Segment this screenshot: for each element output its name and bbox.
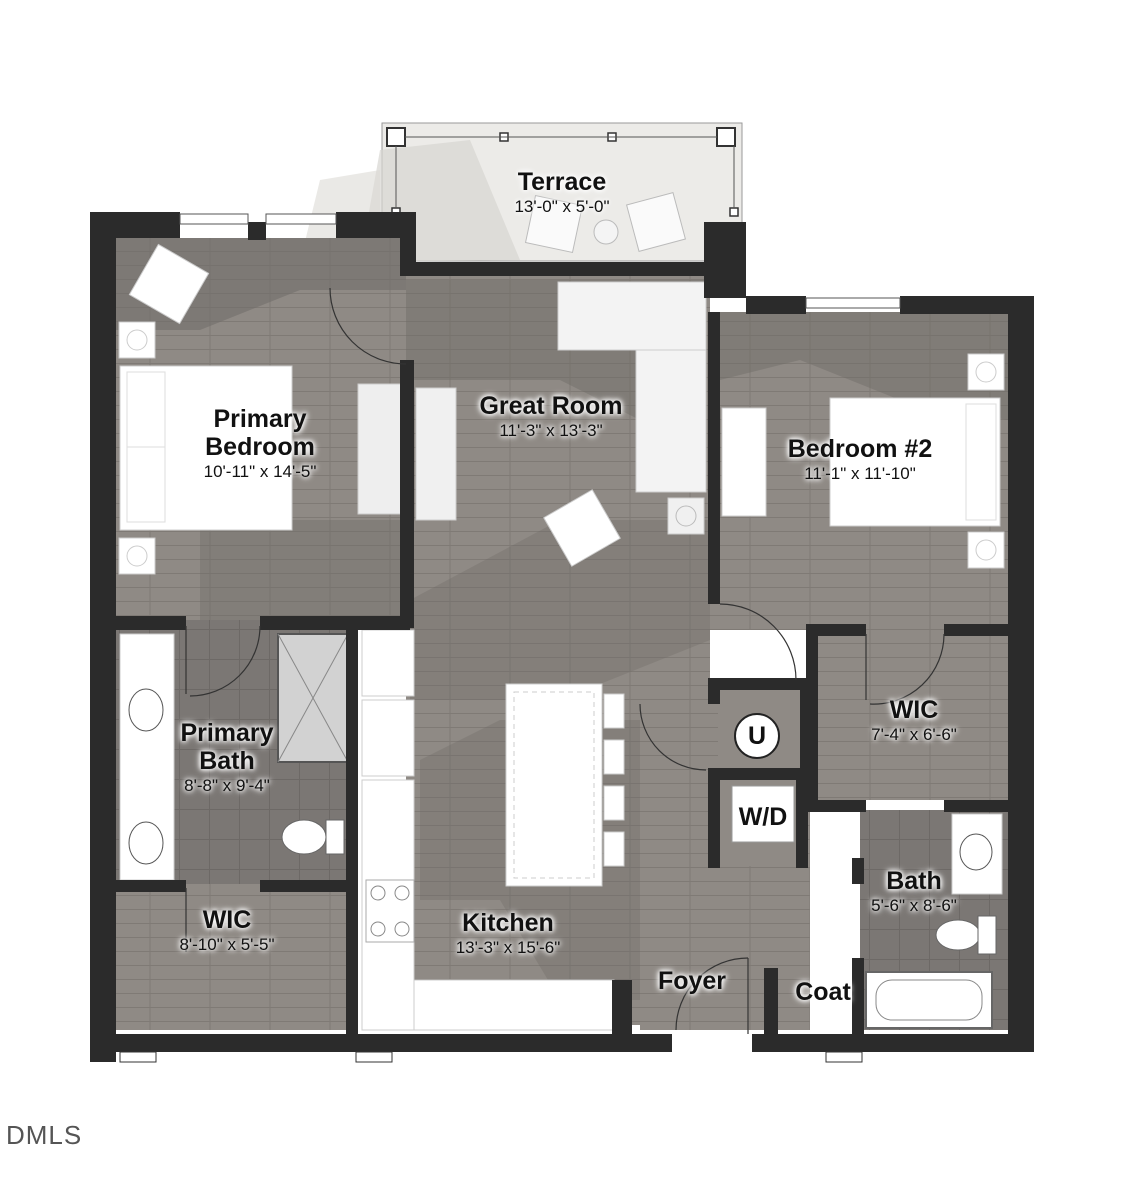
washer-dryer-closet (720, 780, 798, 866)
terrace-name: Terrace (517, 168, 607, 196)
utility-name: U (747, 722, 767, 750)
great-room-name: Great Room (479, 392, 623, 420)
foyer-name: Foyer (657, 967, 727, 995)
door-swings (185, 287, 945, 1034)
wic-left-label: WIC 8'-10" x 5'-5" (179, 906, 274, 956)
coat-name: Coat (795, 978, 851, 1006)
primary-bedroom-furniture (118, 243, 405, 575)
wic-left-name: WIC (202, 906, 252, 934)
primary-bedroom-dims: 10'-11" x 14'-5" (203, 462, 317, 481)
primary-bath-name-1: Primary (180, 719, 274, 747)
great-room-furniture (415, 281, 707, 567)
terrace-chair-right (625, 191, 687, 253)
bath-dims: 5'-6" x 8'-6" (871, 896, 957, 915)
bath-fixtures (865, 813, 1003, 1029)
kitchen-name: Kitchen (462, 909, 554, 937)
bedroom2-dims: 11'-1" x 11'-10" (804, 464, 916, 483)
primary-bedroom-label: Primary Bedroom 10'-11" x 14'-5" (204, 405, 317, 483)
utility-label: U (748, 722, 766, 750)
primary-bedroom-name-2: Bedroom (205, 433, 315, 461)
bath-name: Bath (886, 867, 942, 895)
utility-closet (718, 690, 802, 770)
wic-right-label: WIC 7'-4" x 6'-6" (871, 696, 957, 746)
wic-left-dims: 8'-10" x 5'-5" (179, 935, 275, 954)
kitchen-fixtures (361, 629, 625, 1031)
kitchen-label: Kitchen 13'-3" x 15'-6" (456, 909, 561, 959)
bedroom2-name: Bedroom #2 (787, 435, 933, 463)
walls (90, 212, 1034, 1062)
bedroom2-furniture (721, 353, 1005, 569)
bath-label: Bath 5'-6" x 8'-6" (871, 867, 957, 917)
primary-bath-fixtures (119, 633, 349, 881)
primary-bath-dims: 8'-8" x 9'-4" (184, 776, 270, 795)
primary-bath-label: Primary Bath 8'-8" x 9'-4" (180, 719, 273, 797)
terrace-chair-left (524, 194, 584, 254)
great-room-dims: 11'-3" x 13'-3" (499, 421, 603, 440)
great-room-label: Great Room 11'-3" x 13'-3" (479, 392, 622, 442)
terrace-dims: 13'-0" x 5'-0" (514, 197, 610, 216)
windows (119, 213, 901, 1063)
terrace-label: Terrace 13'-0" x 5'-0" (514, 168, 609, 218)
washer-dryer-label: W/D (739, 803, 788, 831)
bedroom2-label: Bedroom #2 11'-1" x 11'-10" (788, 435, 932, 485)
washer-dryer-name: W/D (738, 803, 788, 831)
primary-bath-name-2: Bath (199, 747, 255, 775)
coat-label: Coat (795, 978, 851, 1006)
foyer-label: Foyer (658, 967, 726, 995)
kitchen-dims: 13'-3" x 15'-6" (455, 938, 561, 957)
wic-right-dims: 7'-4" x 6'-6" (871, 725, 957, 744)
dmls-watermark: DMLS (6, 1120, 83, 1150)
wic-right-name: WIC (889, 696, 939, 724)
terrace-table (593, 219, 619, 245)
primary-bedroom-name-1: Primary (213, 405, 307, 433)
